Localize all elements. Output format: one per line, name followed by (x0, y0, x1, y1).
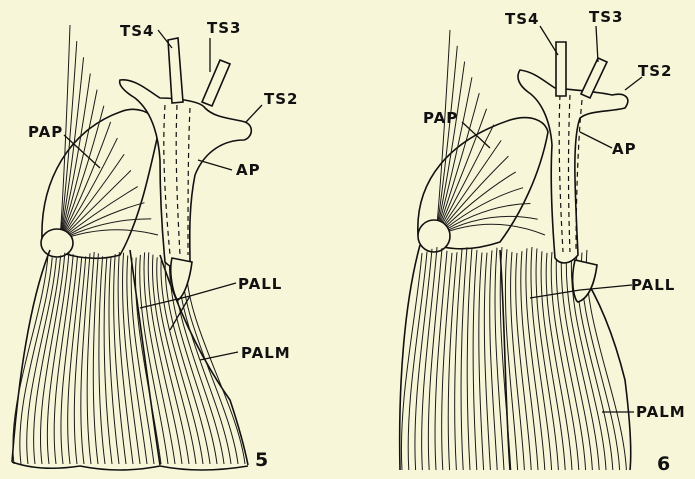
figure-6: TS4 TS3 TS2 PAP AP PALL PALM 6 (400, 8, 686, 475)
muscle-fiber (93, 253, 98, 464)
label-ts2-fig6: TS2 (638, 62, 672, 80)
label-pall-fig6: PALL (631, 276, 675, 294)
figure-number-5: 5 (255, 449, 268, 471)
muscle-fiber (104, 258, 112, 464)
muscle-fiber (484, 253, 490, 470)
label-ts2-fig5: TS2 (264, 90, 298, 108)
label-palm-fig6: PALM (636, 403, 686, 421)
muscle-fiber (473, 250, 477, 470)
muscle-fiber (536, 248, 558, 470)
label-ts3-fig6: TS3 (589, 8, 623, 26)
label-pall-fig5: PALL (238, 275, 282, 293)
label-ap-fig5: AP (236, 161, 261, 179)
muscle-fiber (461, 247, 467, 470)
figure-5: TS4 TS3 TS2 PAP AP PALL PALM 5 (12, 19, 298, 471)
lower-muscles-fig5 (12, 250, 248, 470)
label-pap-fig6: PAP (423, 109, 458, 127)
muscle-fiber (74, 256, 86, 464)
muscle-fiber (521, 251, 538, 470)
muscle-fiber (516, 253, 532, 470)
label-pap-fig5: PAP (28, 123, 63, 141)
label-ts4-fig5: TS4 (120, 22, 154, 40)
figure-number-6: 6 (657, 453, 670, 475)
muscle-fiber (135, 258, 161, 464)
muscle-fiber (511, 252, 525, 470)
muscle-fiber (435, 251, 447, 470)
muscle-fiber (479, 253, 484, 470)
label-ts3-fig5: TS3 (207, 19, 241, 37)
label-ts4-fig6: TS4 (505, 10, 539, 28)
label-palm-fig5: PALM (241, 344, 291, 362)
pap-muscle-fig5 (41, 25, 160, 258)
muscle-fiber (467, 247, 472, 470)
muscle-fiber (490, 250, 497, 470)
label-ap-fig6: AP (612, 140, 637, 158)
muscle-fiber (442, 253, 452, 470)
lower-muscles-fig6 (400, 245, 631, 470)
